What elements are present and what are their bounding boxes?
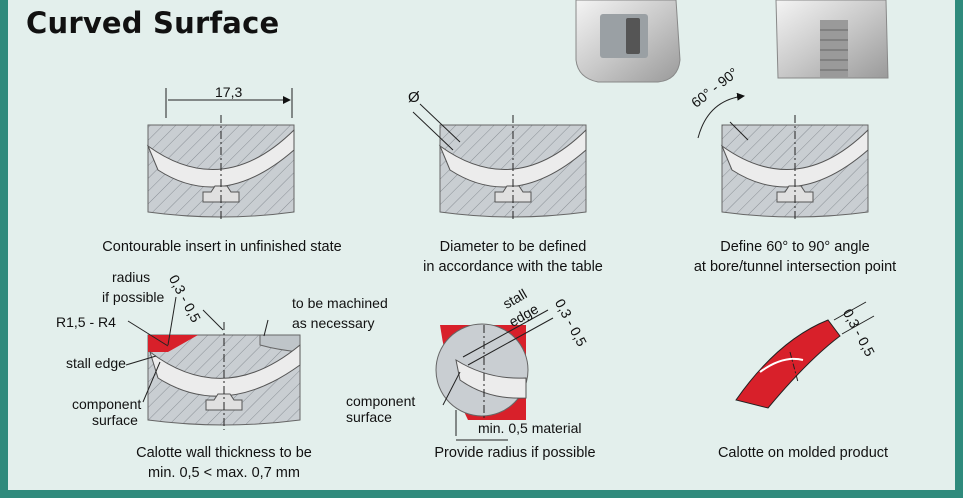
caption-line: Calotte on molded product xyxy=(717,445,889,461)
label-if-possible: if possible xyxy=(102,289,165,305)
caption-panel-6: Calotte on molded product xyxy=(698,443,908,463)
label-stall-edge: stall edge xyxy=(66,355,126,371)
calotte-product xyxy=(735,301,875,409)
label-machined-2: as necessary xyxy=(292,315,375,331)
label-radius: radius xyxy=(112,269,151,285)
caption-panel-2: Diameter to be defined in accordance wit… xyxy=(402,237,624,277)
insert-block-3 xyxy=(697,92,869,222)
caption-line: Contourable insert in unfinished state xyxy=(102,239,342,255)
caption-panel-3: Define 60° to 90° angle at bore/tunnel i… xyxy=(684,237,906,277)
caption-line: min. 0,5 < max. 0,7 mm xyxy=(148,465,300,481)
insert-block-2 xyxy=(412,103,587,222)
diagram-canvas xyxy=(125,0,889,441)
dimension-label: 17,3 xyxy=(215,84,243,100)
caption-line: Provide radius if possible xyxy=(434,445,596,461)
caption-panel-4: Calotte wall thickness to be min. 0,5 < … xyxy=(112,443,336,483)
label-material: min. 0,5 material xyxy=(478,420,582,436)
caption-line: Diameter to be defined xyxy=(439,239,587,255)
content-panel: Curved Surface xyxy=(8,0,955,490)
product-photo-right xyxy=(775,0,889,79)
caption-line: Define 60° to 90° angle xyxy=(720,239,870,255)
label-surface: surface xyxy=(92,412,138,428)
label-radius-range: R1,5 - R4 xyxy=(56,314,116,330)
insert-block-1 xyxy=(146,88,295,222)
caption-line: Calotte wall thickness to be xyxy=(136,445,312,461)
caption-line: in accordance with the table xyxy=(423,259,603,275)
label-component: component xyxy=(72,396,142,412)
label-machined-1: to be machined xyxy=(292,295,388,311)
diameter-symbol: Ø xyxy=(408,89,420,106)
insert-block-4 xyxy=(125,296,301,430)
label-surface: surface xyxy=(346,409,392,425)
product-photo-left xyxy=(575,0,681,83)
insert-block-5 xyxy=(435,309,554,441)
label-component: component xyxy=(346,393,416,409)
caption-panel-5: Provide radius if possible xyxy=(420,443,610,463)
page-title: Curved Surface xyxy=(26,6,280,40)
caption-line: at bore/tunnel intersection point xyxy=(693,259,897,275)
caption-panel-1: Contourable insert in unfinished state xyxy=(102,237,342,257)
